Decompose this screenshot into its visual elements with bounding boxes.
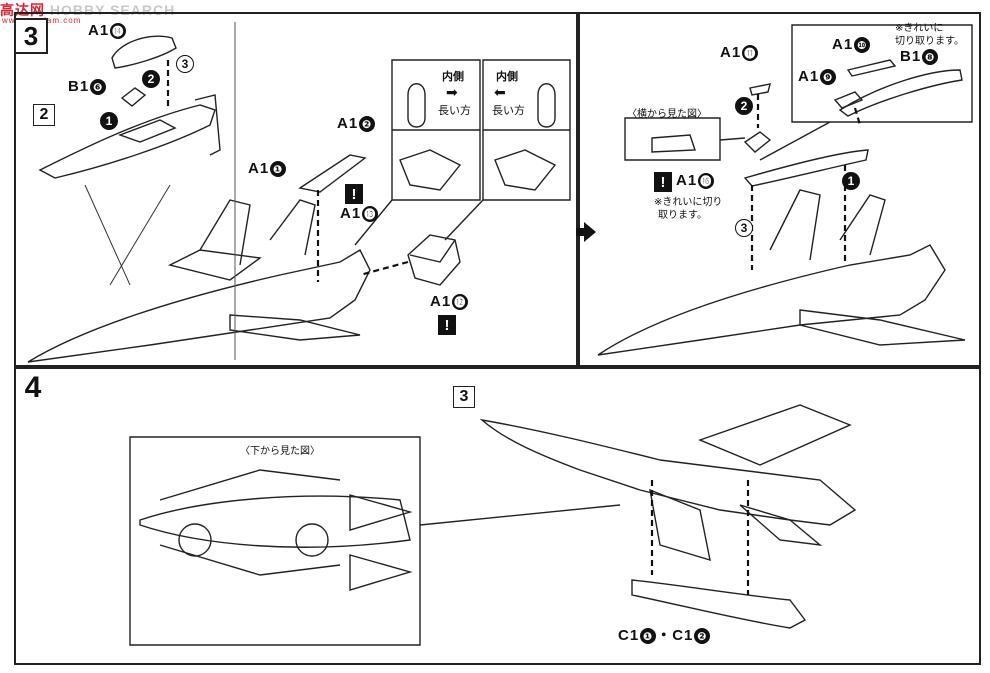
watermark-text: HOBBY SEARCH <box>49 2 176 18</box>
order-1-right: 1 <box>842 172 860 190</box>
step4-frame <box>14 367 981 665</box>
part-a14-num: ⓮ <box>110 23 127 40</box>
subassembly-3-label: 3 <box>453 386 475 408</box>
warning-a12: ! <box>438 315 456 335</box>
step-4-number: 4 <box>18 371 48 404</box>
arrow-right-icon: ➡ <box>446 84 458 100</box>
part-separator: ・ <box>656 627 673 644</box>
note-top-line-2: 切り取ります。 <box>895 36 964 47</box>
part-a2-num: ❷ <box>359 116 376 133</box>
part-a2-prefix: A1 <box>337 115 359 132</box>
note-top-line-1: ※きれいに <box>895 23 944 34</box>
step3-right-frame <box>578 12 981 367</box>
part-a11-prefix: A1 <box>720 44 742 61</box>
part-a1-prefix: A1 <box>248 160 270 177</box>
order-2-right: 2 <box>735 97 753 115</box>
subassembly-2-label: 2 <box>33 104 55 126</box>
part-a16-num: ⓰ <box>698 173 715 190</box>
bottom-view-title: 〈下から見た図〉 <box>240 446 320 457</box>
callout-left-heading: 内側 <box>442 71 464 83</box>
part-a11-num: ⓫ <box>742 45 759 62</box>
side-view-title: 〈横から見た図〉 <box>627 109 707 120</box>
warning-a13: ! <box>345 184 363 204</box>
part-c11-num: ❶ <box>640 628 657 645</box>
part-c12-num: ❷ <box>694 628 711 645</box>
part-a9-prefix: A1 <box>798 68 820 85</box>
callout-right-text: 長い方 <box>492 105 525 117</box>
watermark-logo: 高达网 <box>0 2 45 18</box>
part-a1-num: ❶ <box>270 161 287 178</box>
part-b8-num: ❽ <box>922 49 939 66</box>
note-mid-line-1: ※きれいに切り <box>654 197 723 208</box>
part-c11-prefix: C1 <box>618 627 640 644</box>
part-a12-prefix: A1 <box>430 293 452 310</box>
step3-left-frame <box>14 12 578 367</box>
order-1-left: 1 <box>100 112 118 130</box>
arrow-left-icon: ⬅ <box>494 84 506 100</box>
warning-a16: ! <box>654 172 672 192</box>
step-3-number: 3 <box>14 18 48 54</box>
part-b6-prefix: B1 <box>68 78 90 95</box>
callout-right-heading: 内側 <box>496 71 518 83</box>
part-a13-num: ⓭ <box>362 206 379 223</box>
part-a12-num: ⓬ <box>452 294 469 311</box>
part-a13-prefix: A1 <box>340 205 362 222</box>
order-2-left: 2 <box>142 70 160 88</box>
callout-left-text: 長い方 <box>438 105 471 117</box>
note-mid-line-2: 取ります。 <box>658 210 707 221</box>
part-a10-num: ❿ <box>854 37 871 54</box>
part-a16-prefix: A1 <box>676 172 698 189</box>
part-c12-prefix: C1 <box>672 627 694 644</box>
order-3-right: 3 <box>735 219 753 237</box>
part-a10-prefix: A1 <box>832 36 854 53</box>
part-b6-num: ❻ <box>90 79 107 96</box>
part-a9-num: ❾ <box>820 69 837 86</box>
order-3-left: 3 <box>176 55 194 73</box>
part-b8-prefix: B1 <box>900 48 922 65</box>
part-a14-prefix: A1 <box>88 22 110 39</box>
